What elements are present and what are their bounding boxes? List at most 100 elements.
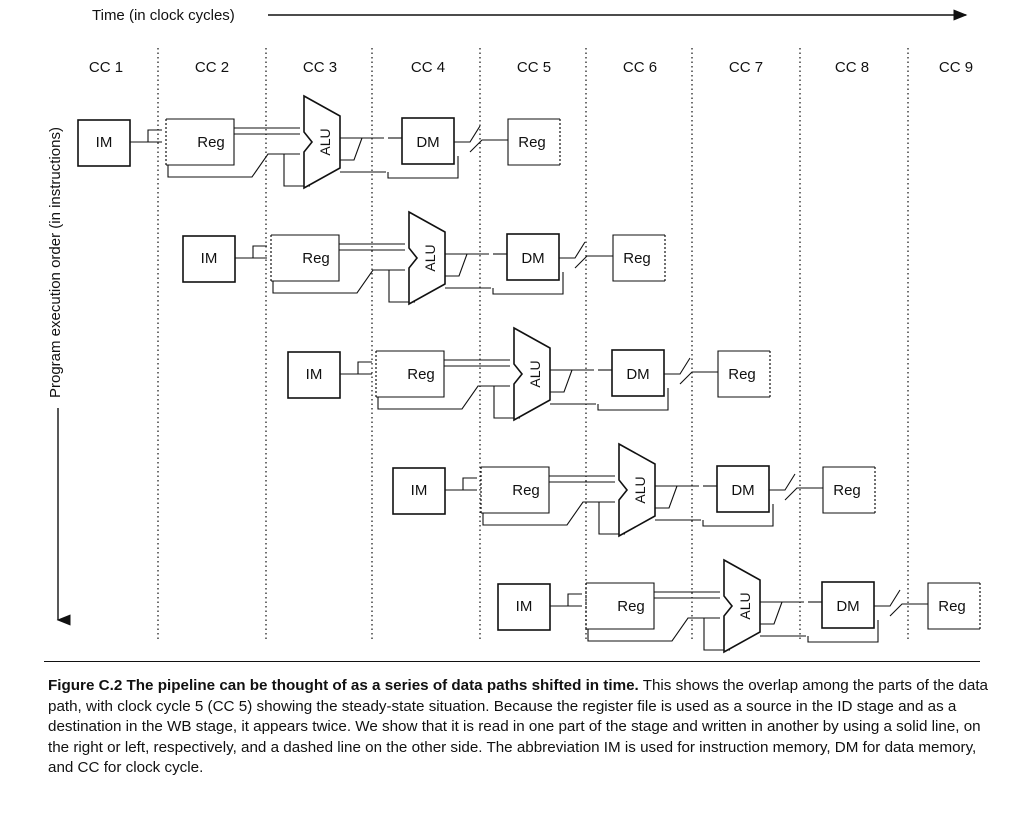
figure-caption: Figure C.2 The pipeline can be thought o… [48, 676, 988, 779]
wire-mux-reg [574, 255, 613, 269]
reg-read-label: Reg [617, 598, 645, 615]
wire-mux-reg [784, 487, 823, 501]
dm-box [506, 233, 560, 281]
wire-dm-bypass [597, 388, 669, 411]
wire-imm [272, 269, 405, 294]
cc-label-3: CC 3 [303, 59, 337, 76]
reg-write-label: Reg [728, 366, 756, 383]
wire-im-reg-branch [567, 593, 582, 606]
wire-alu-dm-lower [655, 485, 678, 509]
wire-imm-branch [598, 502, 625, 535]
wire-alu-dm-lower [445, 253, 468, 277]
wire-dm-bypass [492, 272, 564, 295]
order-axis-label: Program execution order (in instructions… [47, 127, 64, 398]
wire-imm [167, 153, 300, 178]
instruction-3: IM Reg ALU DM Reg [287, 326, 771, 422]
cc-label-8: CC 8 [835, 59, 869, 76]
reg-read-solid-edge [586, 582, 655, 630]
wire-imm [377, 385, 510, 410]
alu-shape [618, 442, 656, 538]
cc-label-4: CC 4 [411, 59, 445, 76]
wire-imm-branch [493, 386, 520, 419]
reg-read-label: Reg [197, 134, 225, 151]
alu-shape [513, 326, 551, 422]
wire-dm-mux [559, 241, 586, 259]
wire-imm-branch [283, 154, 310, 187]
dm-label: DM [836, 598, 859, 615]
alu-label: ALU [527, 360, 543, 387]
reg-write-label: Reg [518, 134, 546, 151]
wire-im-reg-branch [252, 245, 267, 258]
wire-dm-bypass [702, 504, 774, 527]
reg-write-solid-edge [927, 582, 980, 630]
caption-rule [44, 661, 980, 662]
alu-shape [723, 558, 761, 654]
wire-dm-mux [664, 357, 691, 375]
im-box [392, 467, 446, 515]
wire-mux-reg [469, 139, 508, 153]
wire-imm [587, 617, 720, 642]
wire-im-reg-branch [462, 477, 477, 490]
reg-read-solid-edge [166, 118, 235, 166]
caption-headline: The pipeline can be thought of as a seri… [126, 677, 639, 694]
time-axis-label: Time (in clock cycles) [92, 7, 235, 24]
im-label: IM [96, 134, 113, 151]
im-box [77, 119, 131, 167]
dm-label: DM [521, 250, 544, 267]
im-box [287, 351, 341, 399]
cc-label-1: CC 1 [89, 59, 123, 76]
wire-imm [482, 501, 615, 526]
reg-write-solid-edge [822, 466, 875, 514]
cc-label-2: CC 2 [195, 59, 229, 76]
reg-read-label: Reg [407, 366, 435, 383]
im-label: IM [306, 366, 323, 383]
im-label: IM [516, 598, 533, 615]
wire-alu-dm-lower [340, 137, 363, 161]
reg-write-solid-edge [507, 118, 560, 166]
reg-write-label: Reg [623, 250, 651, 267]
wire-mux-reg [679, 371, 718, 385]
wire-imm-branch [703, 618, 730, 651]
reg-write-solid-edge [717, 350, 770, 398]
cc-label-6: CC 6 [623, 59, 657, 76]
reg-read-solid-edge [376, 350, 445, 398]
dm-box [716, 465, 770, 513]
alu-shape [303, 94, 341, 190]
wire-dm-bypass [807, 620, 879, 643]
wire-im-reg-branch [147, 129, 162, 142]
wire-alu-dm-lower [760, 601, 783, 625]
caption-body: This shows the overlap among the parts o… [48, 677, 988, 776]
dm-label: DM [626, 366, 649, 383]
dm-box [401, 117, 455, 165]
wire-dm-bypass [387, 156, 459, 179]
wire-imm-branch [388, 270, 415, 303]
im-box [182, 235, 236, 283]
dm-box [611, 349, 665, 397]
wire-im-reg-branch [357, 361, 372, 374]
cc-label-5: CC 5 [517, 59, 551, 76]
alu-shape [408, 210, 446, 306]
caption-figure-number: Figure C.2 [48, 677, 123, 694]
dm-box [821, 581, 875, 629]
wire-dm-mux [769, 473, 796, 491]
wire-dm-mux [454, 125, 481, 143]
wire-mux-reg [889, 603, 928, 617]
reg-write-label: Reg [833, 482, 861, 499]
pipeline-figure: Time (in clock cycles) Program execution… [47, 7, 981, 654]
reg-write-label: Reg [938, 598, 966, 615]
alu-label: ALU [422, 244, 438, 271]
reg-read-solid-edge [271, 234, 340, 282]
reg-read-solid-edge [481, 466, 550, 514]
dm-label: DM [416, 134, 439, 151]
dm-label: DM [731, 482, 754, 499]
wire-dm-mux [874, 589, 901, 607]
im-label: IM [411, 482, 428, 499]
reg-read-label: Reg [512, 482, 540, 499]
wire-alu-dm-lower [550, 369, 573, 393]
